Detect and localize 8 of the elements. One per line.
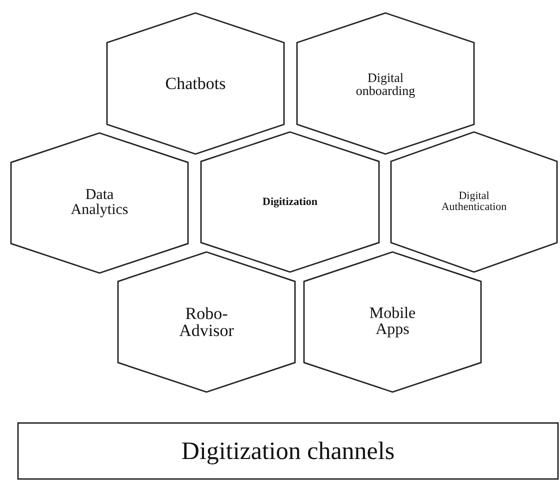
hexagon-label: Data Analytics [70,188,130,218]
hexagon-label: Digitization [262,196,318,208]
box-label: Digitization channels [181,438,395,464]
hexagon-label: Chatbots [165,75,226,92]
hexagon-label: Mobile Apps [368,306,417,338]
hexagon-label: Digital Authentication [440,191,508,213]
hexagon-label: Robo-Advisor [178,305,235,339]
hexagon-label: Digital onboarding [354,70,416,96]
